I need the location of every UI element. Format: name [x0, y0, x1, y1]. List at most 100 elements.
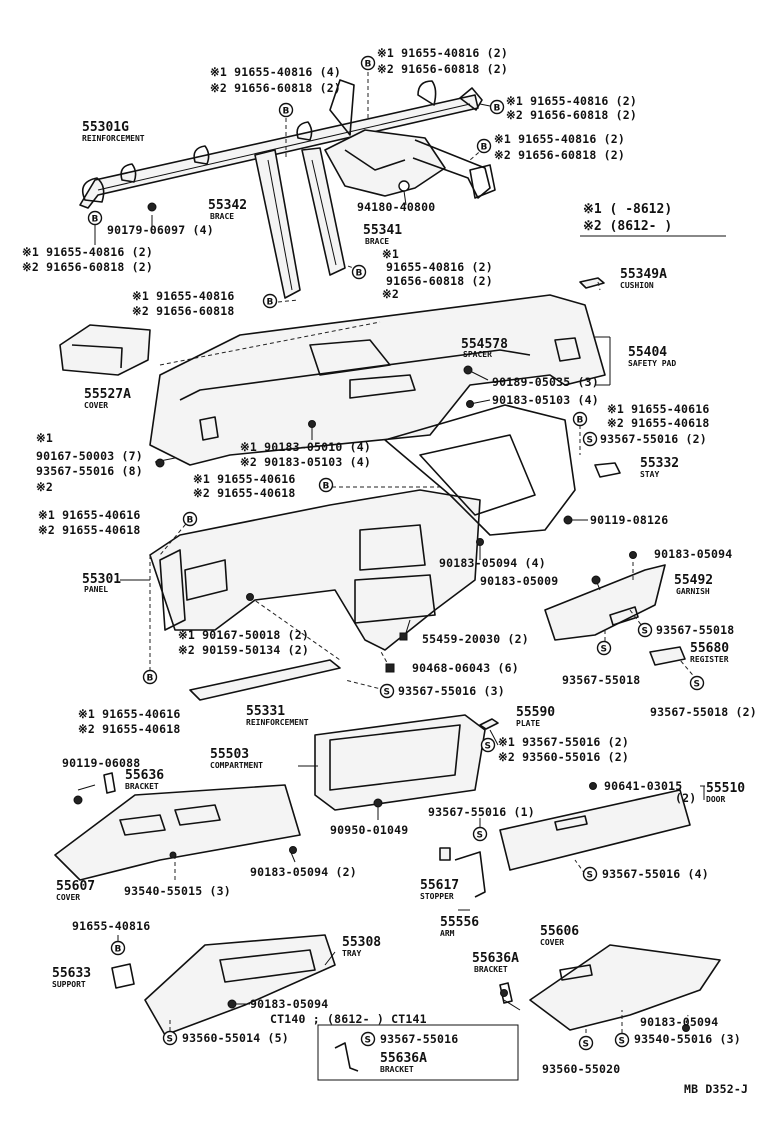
label-55503-sub: COMPARTMENT: [210, 761, 263, 770]
label-90167-50018: ※1 90167-50018 (2): [178, 628, 309, 642]
bolt-symbol-icon: B: [489, 99, 505, 115]
label-554578-sub: SPACER: [463, 350, 492, 359]
label-55332-sub: STAY: [640, 470, 659, 479]
label-90183-05094-2: 90183-05094 (2): [250, 865, 357, 879]
label-plate-2: ※2 93560-55016 (2): [498, 750, 629, 764]
label-93567-55016-4: 93567-55016 (4): [602, 867, 709, 881]
screw-symbol-icon: S: [582, 866, 598, 882]
label-55301g: 55301G: [82, 120, 129, 135]
label-55606-sub: COVER: [540, 938, 564, 947]
svg-text:B: B: [577, 416, 584, 426]
label-90159-50134: ※2 90159-50134 (2): [178, 643, 309, 657]
label-plate-1: ※1 93567-55016 (2): [498, 735, 629, 749]
svg-text:S: S: [642, 627, 648, 637]
svg-text:S: S: [485, 742, 491, 752]
label-left-1: ※1 91655-40816 (2): [22, 245, 153, 259]
label-55590-sub: PLATE: [516, 719, 540, 728]
label-90183-05094-4: 90183-05094 (4): [439, 556, 546, 570]
symbols: B B B B B B B B B B B B S S S S S S S S …: [87, 55, 705, 1051]
support-55633-part: [111, 963, 135, 989]
label-brace-note-1: ※1: [382, 247, 399, 261]
svg-text:S: S: [477, 831, 483, 841]
reinforcement-55331-part: [189, 659, 341, 701]
fastener-markers: [73, 202, 690, 1032]
label-55308-sub: TRAY: [342, 949, 361, 958]
label-center-1: ※1 90183-05010 (4): [240, 440, 371, 454]
label-93567-55018-a: 93567-55018: [656, 623, 734, 637]
label-90641-qty: (2): [675, 791, 696, 805]
label-55636a-top-sub: BRACKET: [474, 965, 508, 974]
label-93560-55014: 93560-55014 (5): [182, 1031, 289, 1045]
label-top-8: ※2 91656-60818 (2): [494, 148, 625, 162]
label-55617-sub: STOPPER: [420, 892, 454, 901]
screw-symbol-icon: S: [360, 1031, 376, 1047]
label-center-4: ※2 91655-40618: [193, 486, 295, 500]
brace-55342-part: [254, 149, 301, 299]
label-center-3: ※1 91655-40616: [193, 472, 295, 486]
label-90183-05103: 90183-05103 (4): [492, 393, 599, 407]
bolt-symbol-icon: B: [351, 264, 367, 280]
bolt-symbol-icon: B: [318, 477, 334, 493]
label-93567-8: 93567-55016 (8): [36, 464, 143, 478]
stopper-55617-part: [439, 847, 451, 861]
screw-symbol-icon: S: [162, 1030, 178, 1046]
label-90189: 90189-05035 (3): [492, 375, 599, 389]
cover-55527a-part: [59, 324, 151, 376]
label-55503: 55503: [210, 747, 249, 762]
label-55680: 55680: [690, 641, 729, 656]
label-note-2: ※2: [36, 480, 53, 494]
bolt-symbol-icon: B: [87, 210, 103, 226]
label-91655-40816: 91655-40816: [72, 919, 150, 933]
label-brace-note-4: ※2: [382, 287, 399, 301]
label-55349a-sub: CUSHION: [620, 281, 654, 290]
label-93567-55016-box: 93567-55016: [380, 1032, 458, 1046]
label-90183-05094-c: 90183-05094: [640, 1015, 718, 1029]
label-55332: 55332: [640, 456, 679, 471]
label-55404: 55404: [628, 345, 667, 360]
svg-text:S: S: [587, 436, 593, 446]
label-mid-1: ※1 91655-40816: [132, 289, 234, 303]
bolt-symbol-icon: B: [572, 411, 588, 427]
label-55606: 55606: [540, 924, 579, 939]
label-top-6: ※2 91656-60818 (2): [506, 108, 637, 122]
label-left-2: ※2 91656-60818 (2): [22, 260, 153, 274]
label-55459: 55459-20030 (2): [422, 632, 529, 646]
brace-55341-part: [301, 147, 346, 276]
label-55633-sub: SUPPORT: [52, 980, 86, 989]
label-left-5: ※1 91655-40616: [78, 707, 180, 721]
label-55342-sub: BRACE: [210, 212, 234, 221]
svg-text:B: B: [115, 945, 122, 955]
label-top-2: ※2 91656-60818 (2): [377, 62, 508, 76]
svg-text:B: B: [323, 482, 330, 492]
label-top-5: ※1 91655-40816 (2): [506, 94, 637, 108]
label-90641: 90641-03015: [604, 779, 682, 793]
label-55308: 55308: [342, 935, 381, 950]
label-55510-sub: DOOR: [706, 795, 725, 804]
svg-text:S: S: [365, 1036, 371, 1046]
label-55617: 55617: [420, 878, 459, 893]
steering-support-part: [324, 129, 496, 206]
bolt-symbol-icon: B: [110, 940, 126, 956]
svg-text:B: B: [267, 298, 274, 308]
label-55349a: 55349A: [620, 267, 667, 282]
label-90950: 90950-01049: [330, 823, 408, 837]
label-55607: 55607: [56, 879, 95, 894]
label-55341: 55341: [363, 223, 402, 238]
label-93567-stay: 93567-55016 (2): [600, 432, 707, 446]
label-note-1: ※1: [36, 431, 53, 445]
leader-lines: [77, 72, 705, 1040]
reinforcement-55301g-part: [79, 79, 483, 209]
label-55680-sub: REGISTER: [690, 655, 729, 664]
label-right-2: ※2 91655-40618: [607, 416, 709, 430]
label-554578: 554578: [461, 337, 508, 352]
label-55636a-top: 55636A: [472, 951, 519, 966]
label-55404-sub: SAFETY PAD: [628, 359, 676, 368]
label-93560-55020: 93560-55020: [542, 1062, 620, 1076]
svg-text:B: B: [494, 104, 501, 114]
bracket-55636-part: [103, 772, 116, 794]
label-55331: 55331: [246, 704, 285, 719]
svg-text:S: S: [167, 1035, 173, 1045]
label-55636: 55636: [125, 768, 164, 783]
label-90468: 90468-06043 (6): [412, 661, 519, 675]
screw-symbol-icon: S: [596, 640, 612, 656]
